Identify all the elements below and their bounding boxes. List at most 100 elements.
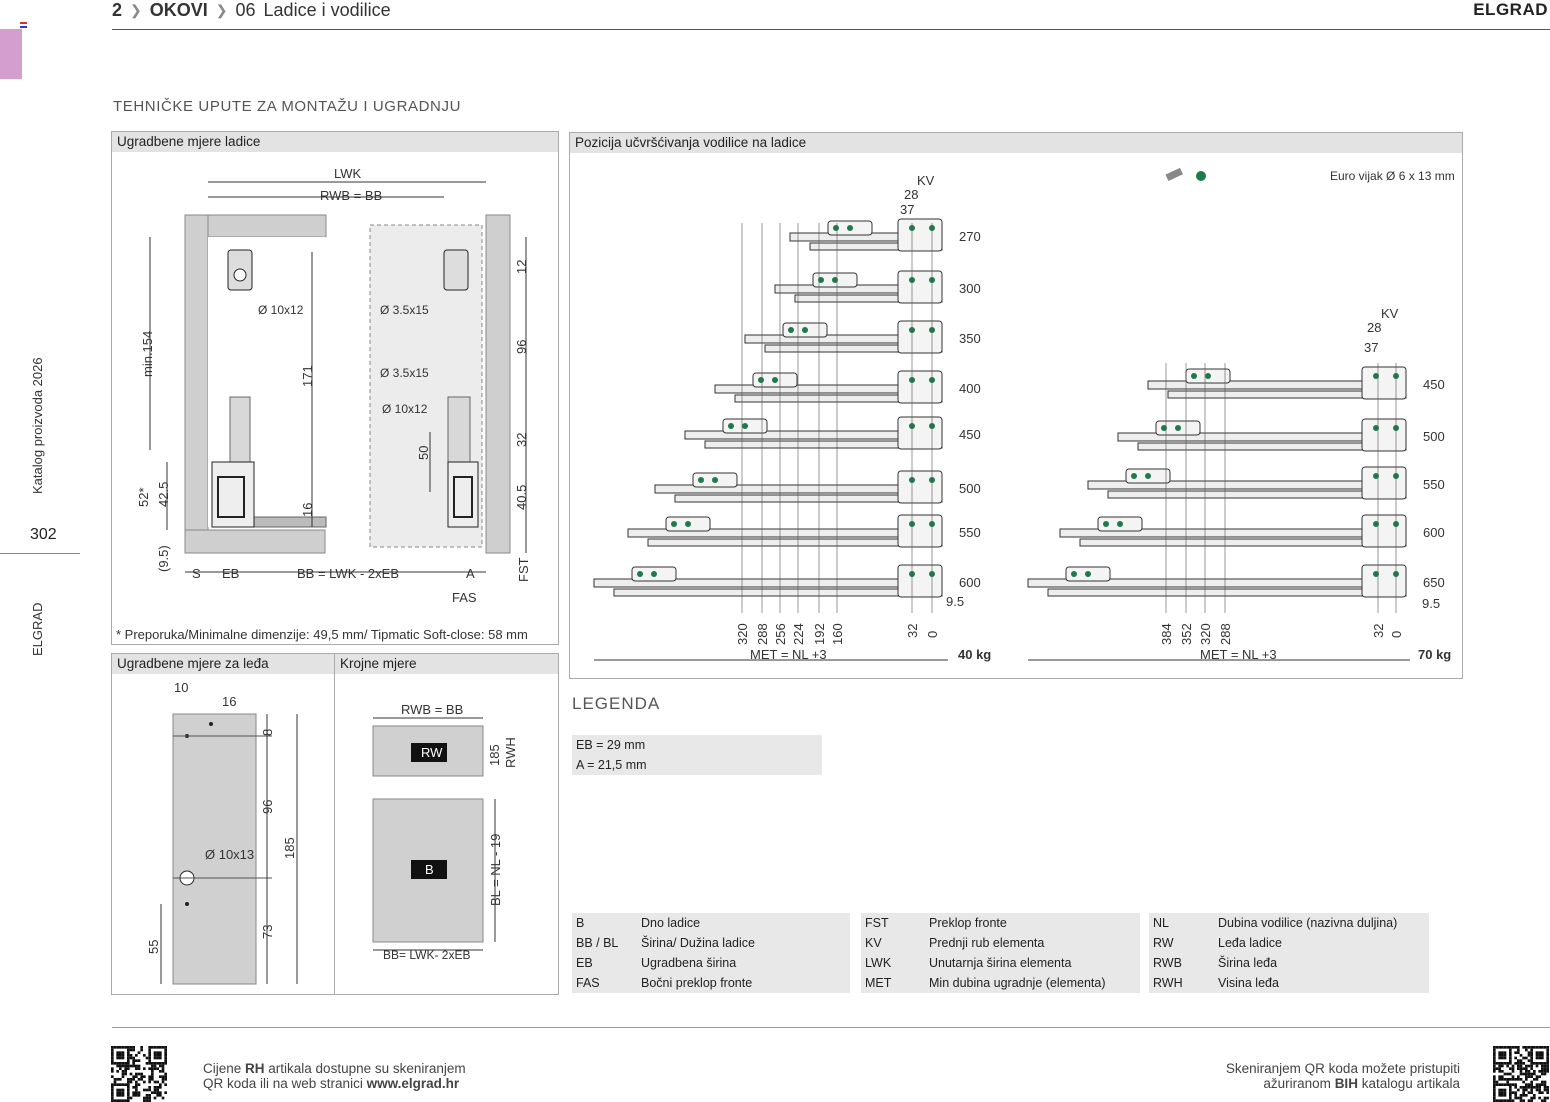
right-37: 37 (1364, 340, 1378, 355)
legend-box: EB = 29 mm A = 21,5 mm (572, 735, 822, 775)
dim-171: 171 (300, 365, 315, 387)
panel-cut-dimensions: Krojne mjere RWB = BB RW 185 RWH B BL = … (334, 653, 559, 995)
panel-runner-position: Pozicija učvršćivanja vodilice na ladice… (569, 132, 1463, 679)
dim-eb: EB (222, 566, 239, 581)
hole-10x12-b: Ø 10x12 (382, 402, 428, 416)
left-kv: KV (917, 173, 935, 188)
left-bottom-dim: 32 (905, 624, 920, 638)
runner-right: 450 (1147, 366, 1445, 400)
right-bottom-dim: 288 (1218, 623, 1233, 645)
panel-back-dimensions: Ugradbene mjere za leđa 10 16 8 96 185 Ø… (111, 653, 336, 995)
left-met: MET = NL +3 (750, 647, 827, 662)
drawer-note: * Preporuka/Minimalne dimenzije: 49,5 mm… (116, 627, 528, 642)
legend-row: EB = 29 mm (576, 738, 646, 752)
qr-code-icon[interactable] (111, 1046, 167, 1102)
website-link[interactable]: www.elgrad.hr (366, 1076, 460, 1091)
runner-left: 270 (789, 218, 981, 252)
screw-icon (1165, 167, 1183, 182)
runner-left: 350 (744, 320, 981, 354)
right-28: 28 (1367, 320, 1381, 335)
sidebar-brand: ELGRAD (30, 602, 45, 656)
right-kv: KV (1381, 306, 1399, 321)
header-divider (112, 29, 1550, 30)
runner-length-label: 600 (1423, 525, 1445, 540)
dim-96: 96 (514, 340, 529, 354)
dim-8: 8 (260, 729, 275, 736)
dim-bl: BL = NL - 19 (488, 834, 503, 906)
panel-title: Pozicija učvršćivanja vodilice na ladice (570, 133, 1462, 153)
runner-length-label: 550 (1423, 477, 1445, 492)
runner-right: 600 (1059, 514, 1445, 548)
left-28: 28 (904, 187, 918, 202)
dim-16: 16 (300, 503, 315, 517)
chapter-name[interactable]: OKOVI (149, 0, 208, 20)
dim-12: 12 (514, 260, 529, 274)
dim-min154: min.154 (140, 331, 155, 377)
qr-code-icon[interactable] (1493, 1046, 1549, 1102)
runner-right: 500 (1117, 418, 1445, 452)
runner-left: 550 (627, 514, 981, 548)
right-met: MET = NL +3 (1200, 647, 1277, 662)
dim-a: A (466, 566, 475, 581)
runner-left: 450 (684, 416, 981, 450)
green-dot-icon (1196, 171, 1206, 181)
dim-fst: FST (516, 557, 531, 582)
left-bottom-dim: 288 (755, 623, 770, 645)
dim-40-5: 40.5 (514, 485, 529, 510)
dim-rwb: RWB = BB (320, 188, 382, 203)
dim-73: 73 (260, 925, 275, 939)
panel-drawer-dimensions: Ugradbene mjere ladice LWK RWB = BB Ø 10… (111, 131, 559, 645)
hole-10x12: Ø 10x12 (258, 303, 304, 317)
runner-length-label: 300 (959, 281, 981, 296)
section-title: TEHNIČKE UPUTE ZA MONTAŽU I UGRADNJU (113, 98, 462, 115)
runner-right: 550 (1087, 466, 1445, 500)
sidebar-divider (0, 553, 80, 554)
runner-length-label: 270 (959, 229, 981, 244)
runner-length-label: 550 (959, 525, 981, 540)
dim-s: S (192, 566, 201, 581)
dim-96: 96 (260, 800, 275, 814)
dim-52: 52* (136, 487, 151, 507)
footer-divider (112, 1027, 1550, 1028)
runner-left: 600 (593, 564, 981, 598)
dim-9-5: (9.5) (156, 545, 171, 572)
dim-rwb: RWB = BB (401, 702, 463, 717)
bottom-label: B (425, 862, 434, 877)
dim-lwk: LWK (334, 166, 362, 181)
section-color-tab (0, 29, 22, 79)
page-number: 302 (30, 526, 57, 543)
legend-title: LEGENDA (572, 694, 661, 713)
right-bottom-dim: 352 (1179, 623, 1194, 645)
runner-position-diagram: Euro vijak Ø 6 x 13 mm KV 28 37 KV 28 37… (593, 167, 1455, 662)
left-bottom-dim: 0 (925, 631, 940, 638)
cut-diagram: RWB = BB RW 185 RWH B BL = NL - 19 BB= L… (372, 702, 518, 962)
runner-length-label: 500 (1423, 429, 1445, 444)
screw-label: Euro vijak Ø 6 x 13 mm (1330, 169, 1455, 183)
drawer-diagram: LWK RWB = BB Ø 10x12 Ø 3.5x15 Ø 3.5x15 Ø… (116, 166, 531, 642)
left-9-5: 9.5 (946, 594, 964, 609)
right-bottom-dim: 0 (1389, 631, 1404, 638)
dim-bb: BB= LWK- 2xEB (383, 948, 470, 962)
runner-right: 650 (1027, 564, 1445, 598)
dim-16: 16 (222, 694, 236, 709)
dim-185: 185 (282, 837, 297, 859)
screw-35x15-b: Ø 3.5x15 (380, 366, 429, 380)
runner-length-label: 400 (959, 381, 981, 396)
legend-row: A = 21,5 mm (576, 758, 647, 772)
back-diagram: 10 16 8 96 185 Ø 10x13 73 55 (146, 680, 298, 985)
left-bottom-dim: 224 (791, 623, 806, 645)
runner-length-label: 450 (1423, 377, 1445, 392)
footer-left-text: Cijene RH artikala dostupne su skeniranj… (203, 1061, 466, 1091)
dim-42-5: 42.5 (156, 482, 171, 507)
section-name[interactable]: Ladice i vodilice (263, 0, 391, 20)
hole-10x13: Ø 10x13 (205, 847, 254, 862)
